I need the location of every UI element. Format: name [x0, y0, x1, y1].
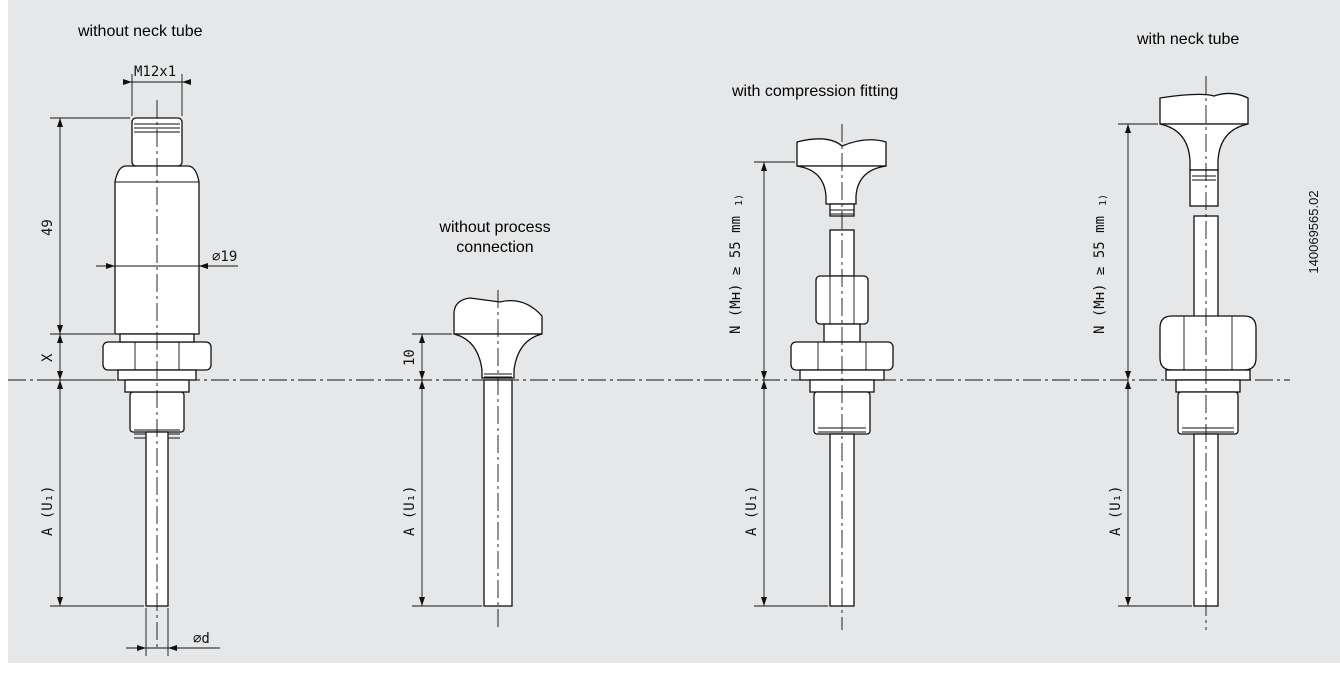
caption-without-neck-tube: without neck tube	[78, 23, 203, 40]
head-top-3	[796, 138, 887, 167]
head-neck-3	[796, 165, 887, 205]
caption-without-process-connection: without process connection	[405, 218, 585, 258]
document-number: 140069565.02	[1306, 190, 1321, 273]
caption-with-compression-fitting: with compression fitting	[732, 83, 899, 100]
view-with-compression-fitting: N (Mʜ) ≥ 55 mm 1) A (U₁)	[728, 124, 894, 630]
thread-neck-4	[1175, 379, 1241, 393]
dim-d-label: ⌀d	[193, 631, 210, 647]
caption-line-2: connection	[456, 239, 534, 256]
dim-49-label: 49	[40, 219, 56, 236]
caption-line-1: without process	[439, 219, 551, 236]
neck-tube-upper	[1189, 169, 1219, 207]
head-neck-4	[1159, 123, 1249, 171]
dim-a-label-1: A (U₁)	[40, 485, 56, 536]
head-top-4	[1159, 92, 1249, 125]
dim-a-label-4: A (U₁)	[1108, 485, 1124, 536]
dim-a-label-3: A (U₁)	[744, 485, 760, 536]
dim-x-label: X	[40, 353, 56, 362]
dim-n-note-2: 1)	[1098, 194, 1109, 206]
dim-thread-label: M12x1	[134, 64, 176, 80]
caption-with-neck-tube: with neck tube	[1137, 31, 1240, 48]
dim-10-label: 10	[402, 349, 418, 366]
dim-19-label: ⌀19	[212, 249, 237, 265]
hex-nut-4	[1159, 315, 1257, 371]
dim-n-label-2: N (Mʜ) ≥ 55 mm	[1092, 216, 1108, 334]
arrowheads	[57, 79, 1131, 651]
dim-n-note-1: 1)	[734, 194, 745, 206]
drawing-panel	[8, 0, 1340, 663]
dim-n-label-1: N (Mʜ) ≥ 55 mm	[728, 216, 744, 334]
head-top	[453, 297, 543, 335]
view-without-neck-tube: M12x1 49 X A (U₁) ⌀19 ⌀d	[40, 64, 238, 656]
view-without-process-connection: 10 A (U₁)	[402, 290, 543, 630]
sealing-collar-4	[1165, 369, 1251, 381]
dim-a-label-2: A (U₁)	[402, 485, 418, 536]
view-with-neck-tube: N (Mʜ) ≥ 55 mm 1) A (U₁)	[1092, 76, 1257, 630]
